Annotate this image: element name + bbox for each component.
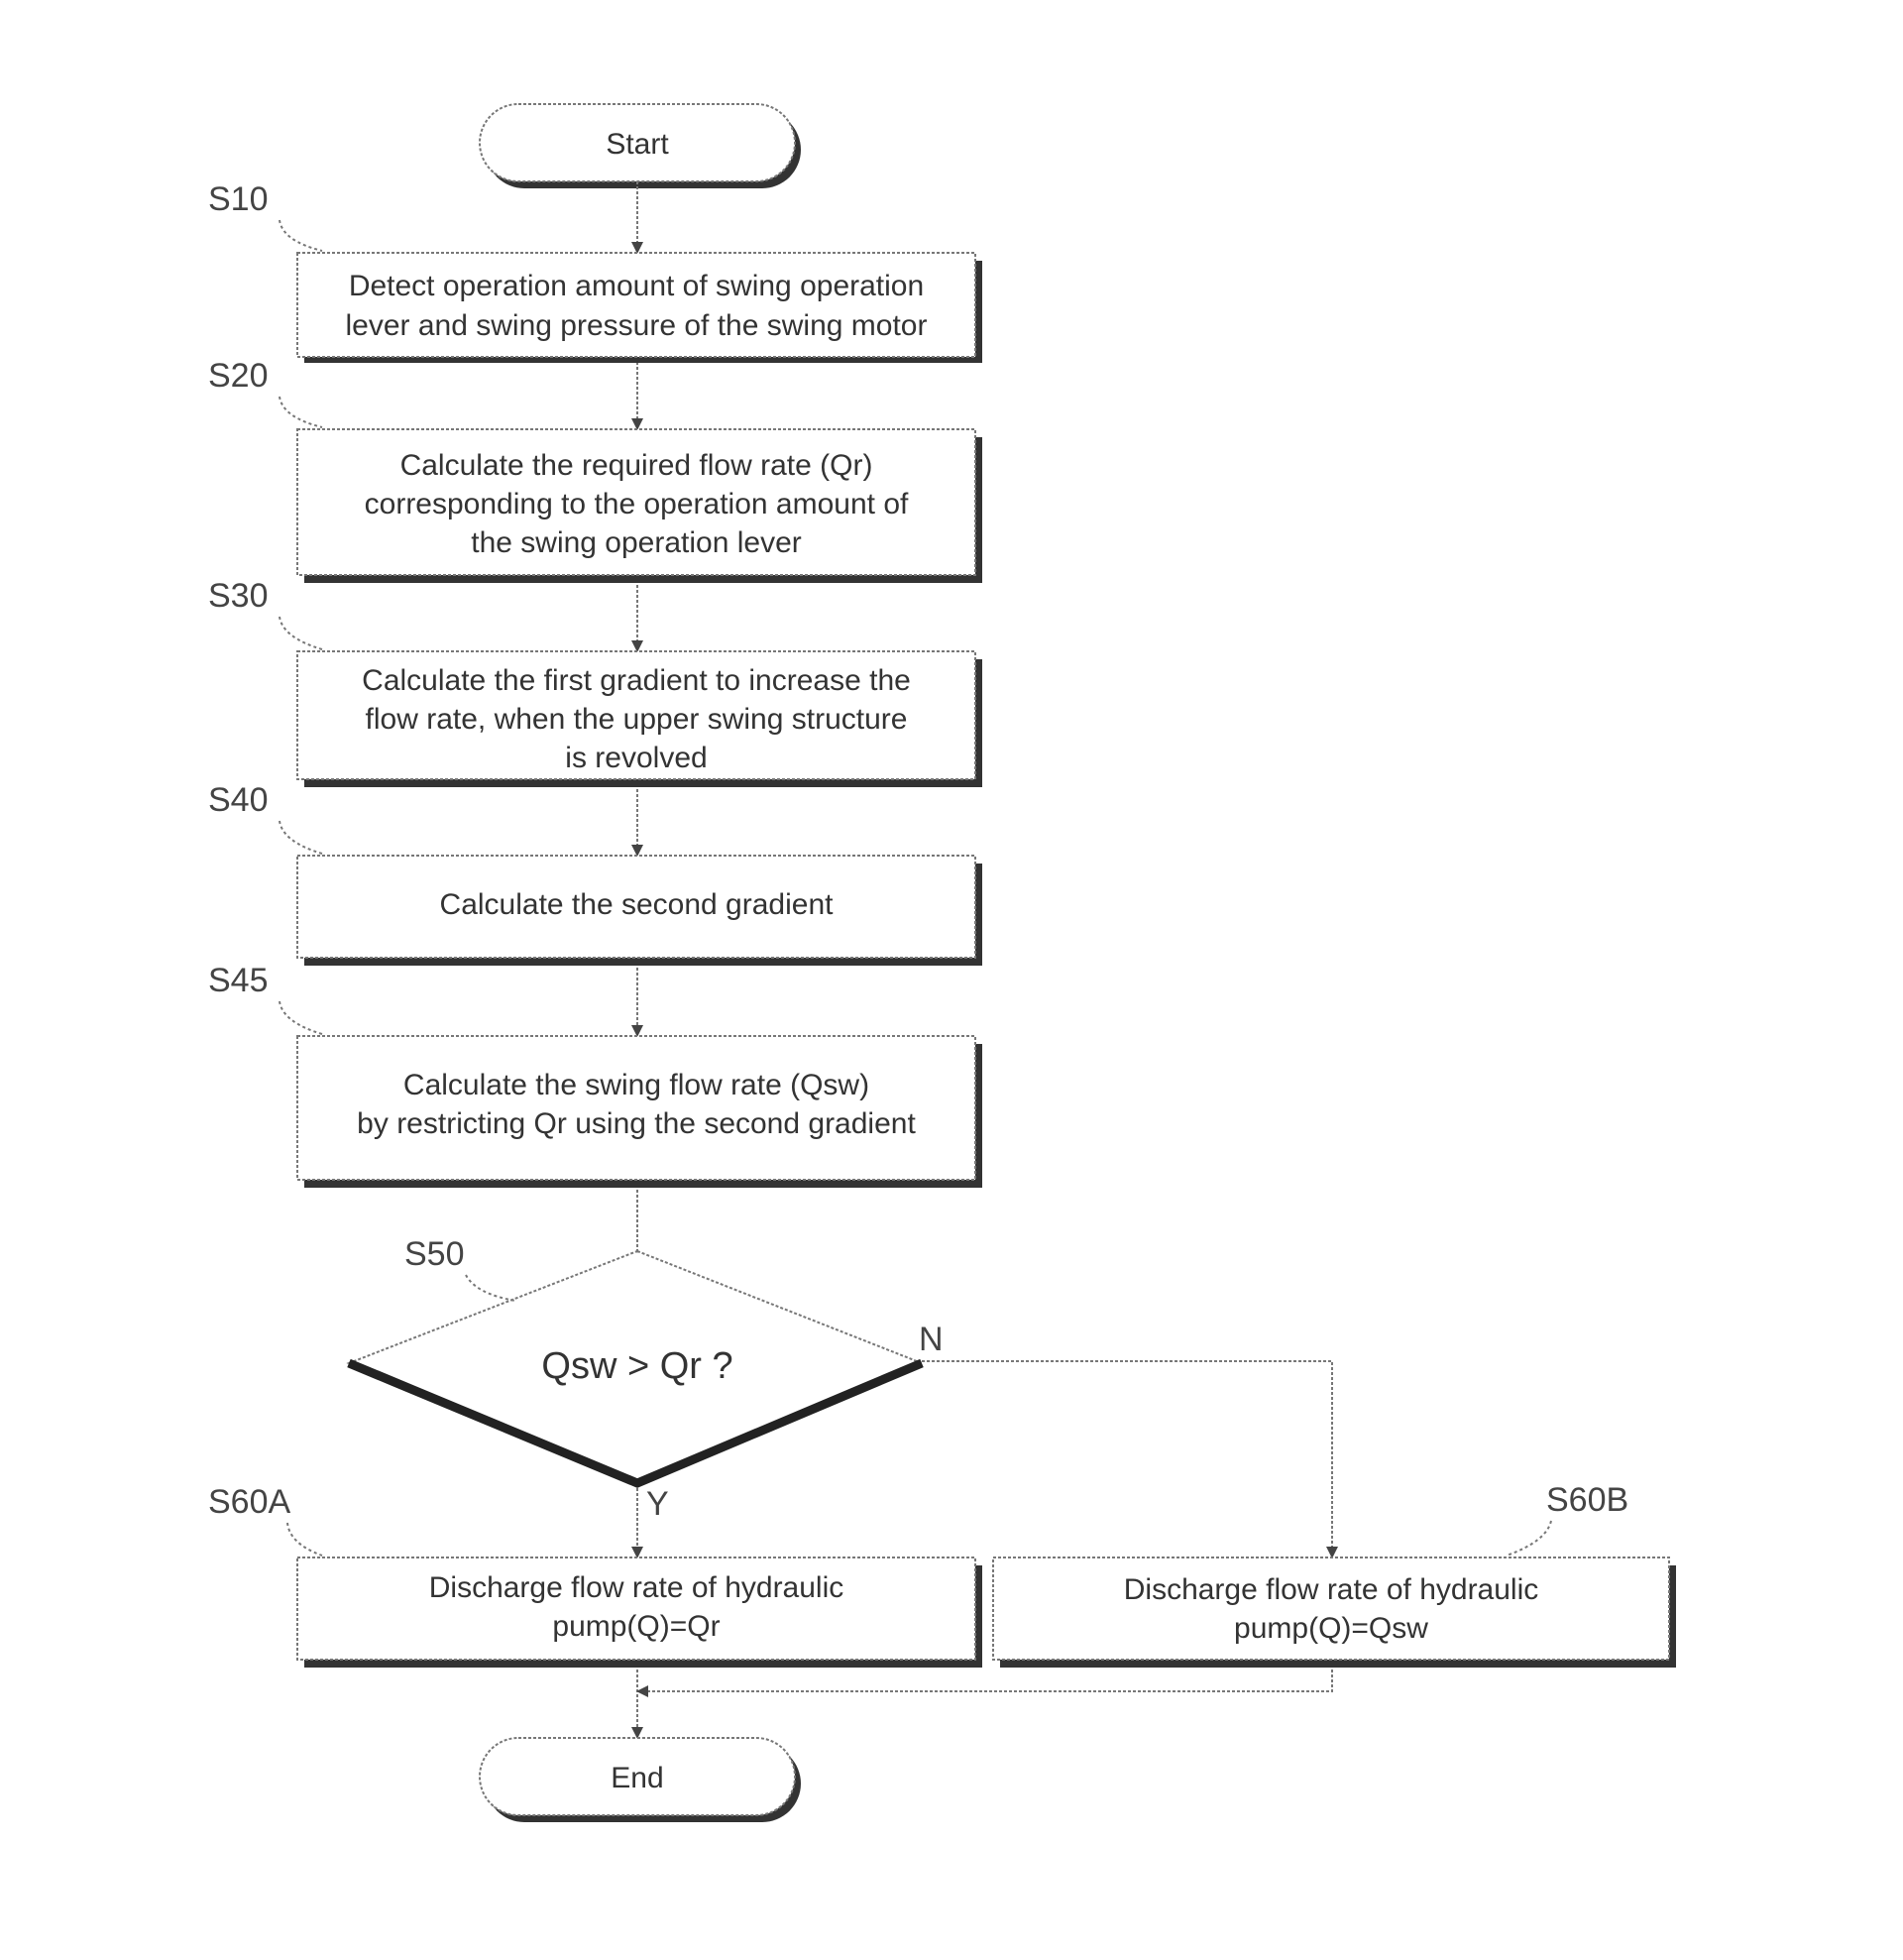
step-s30: Calculate the first gradient to increase… <box>297 651 982 787</box>
s60b-line-2: pump(Q)=Qsw <box>1234 1612 1428 1645</box>
s20-line-1: Calculate the required flow rate (Qr) <box>400 449 873 482</box>
leader-s45 <box>280 1001 322 1034</box>
end-terminator: End <box>480 1738 801 1822</box>
s10-line-2: lever and swing pressure of the swing mo… <box>346 309 928 342</box>
leader-s20 <box>280 397 322 427</box>
yes-label: Y <box>646 1485 669 1523</box>
label-s45: S45 <box>208 962 269 999</box>
end-text: End <box>611 1762 663 1794</box>
arrow-no-s60b <box>922 1361 1332 1553</box>
step-s40: Calculate the second gradient <box>297 856 982 966</box>
leader-s60a <box>287 1523 322 1556</box>
step-s60b: Discharge flow rate of hydraulic pump(Q)… <box>993 1557 1676 1668</box>
step-s20: Calculate the required flow rate (Qr) co… <box>297 429 982 583</box>
leader-s50 <box>466 1275 515 1301</box>
label-s60a: S60A <box>208 1483 290 1521</box>
decision-text: Qsw > Qr ? <box>541 1345 732 1387</box>
label-s60b: S60B <box>1546 1481 1628 1519</box>
step-s60a: Discharge flow rate of hydraulic pump(Q)… <box>297 1557 982 1668</box>
s30-line-3: is revolved <box>565 742 707 774</box>
label-s20: S20 <box>208 357 269 395</box>
step-s10: Detect operation amount of swing operati… <box>297 253 982 363</box>
s60a-line-2: pump(Q)=Qr <box>552 1610 720 1643</box>
start-terminator: Start <box>480 104 801 188</box>
label-s30: S30 <box>208 577 269 615</box>
label-s50: S50 <box>404 1235 465 1273</box>
s20-line-3: the swing operation lever <box>471 526 802 559</box>
s40-line-1: Calculate the second gradient <box>440 888 835 921</box>
s30-line-2: flow rate, when the upper swing structur… <box>366 703 908 736</box>
decision-s50: Qsw > Qr ? <box>349 1251 922 1483</box>
s45-line-1: Calculate the swing flow rate (Qsw) <box>403 1069 869 1101</box>
no-label: N <box>919 1321 944 1358</box>
leader-s60b <box>1507 1521 1551 1556</box>
leader-s40 <box>280 821 322 854</box>
leader-s10 <box>280 220 322 251</box>
label-s10: S10 <box>208 180 269 218</box>
s20-line-2: corresponding to the operation amount of <box>365 488 909 520</box>
start-text: Start <box>606 128 669 161</box>
leader-s30 <box>280 617 322 649</box>
step-s45: Calculate the swing flow rate (Qsw) by r… <box>297 1036 982 1188</box>
label-s40: S40 <box>208 781 269 819</box>
s30-line-1: Calculate the first gradient to increase… <box>362 664 911 697</box>
s60b-line-1: Discharge flow rate of hydraulic <box>1124 1573 1539 1606</box>
s45-line-2: by restricting Qr using the second gradi… <box>357 1107 916 1140</box>
s60a-line-1: Discharge flow rate of hydraulic <box>429 1571 844 1604</box>
s10-line-1: Detect operation amount of swing operati… <box>349 270 924 302</box>
